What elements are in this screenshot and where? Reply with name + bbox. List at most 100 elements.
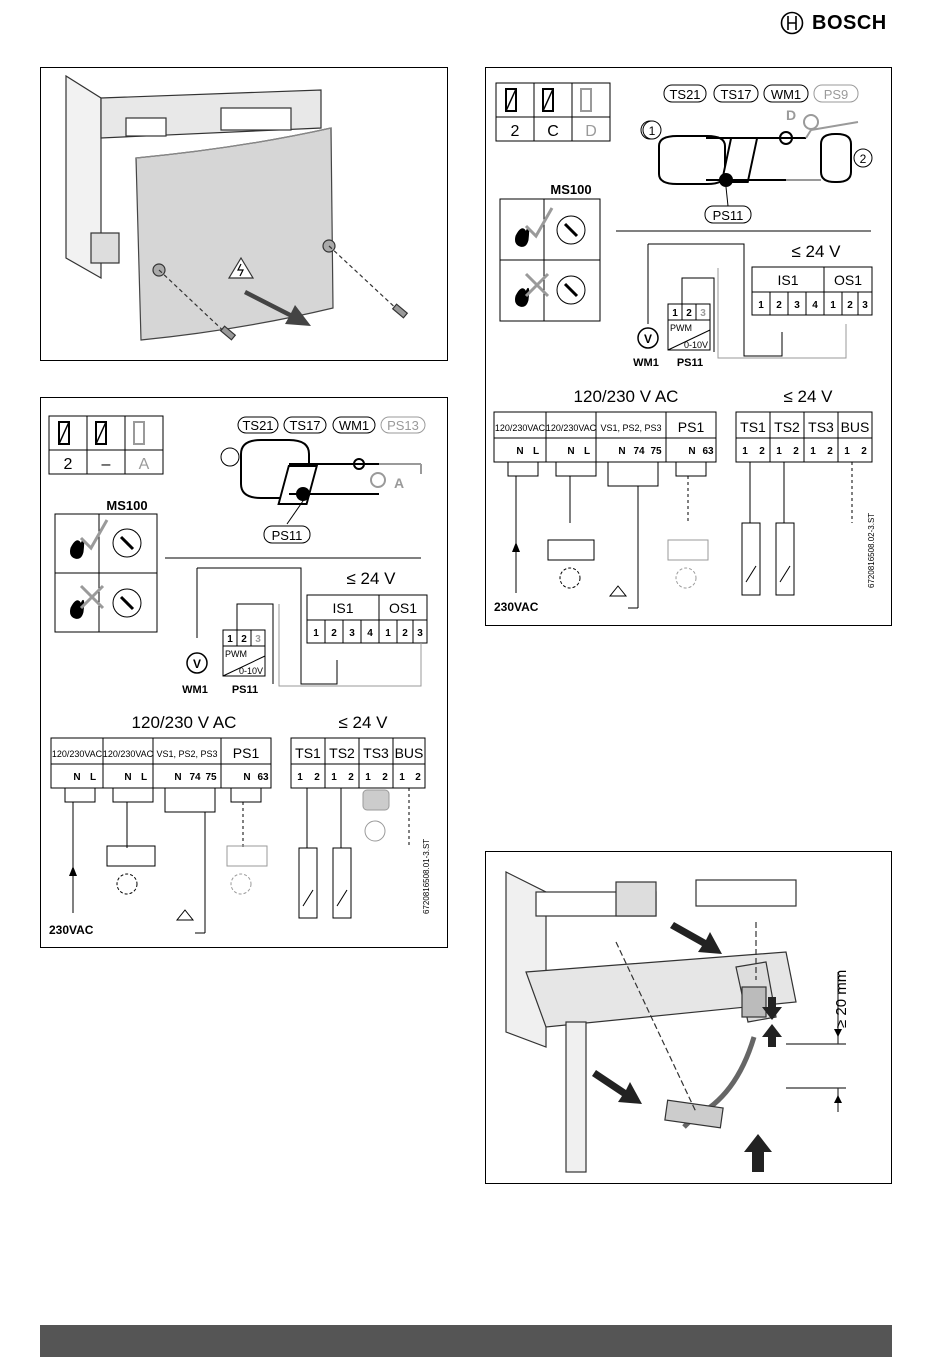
- os1-term-3: 3: [862, 300, 868, 311]
- dc-group-1: TS1: [740, 419, 766, 435]
- circle-1: 1: [649, 124, 656, 138]
- v-symbol: V: [644, 332, 652, 346]
- is1-label: IS1: [777, 272, 798, 288]
- drawing-code: 6720816508.01-3.ST: [422, 839, 431, 914]
- dc-title: ≤ 24 V: [783, 387, 833, 406]
- low-voltage-title: ≤ 24 V: [346, 569, 396, 588]
- mode-header-2: C: [547, 123, 559, 140]
- footer-bar: [40, 1325, 892, 1357]
- ac-title: 120/230 V AC: [574, 387, 679, 406]
- up-arrow-icon: [69, 866, 77, 876]
- pump-label: PS11: [713, 208, 744, 223]
- dc-term-4: 2: [793, 446, 799, 457]
- dc-term-2: 2: [314, 772, 320, 783]
- sensor-ts21: TS21: [242, 418, 273, 433]
- mode-header-3: D: [585, 123, 597, 140]
- v-symbol: V: [193, 657, 201, 671]
- mode-header-2: –: [102, 456, 111, 473]
- is1-term-2: 2: [776, 300, 782, 311]
- sensor-ps13: PS13: [387, 418, 419, 433]
- ac-term-4: L: [584, 446, 590, 457]
- ac-term-7: 75: [205, 772, 217, 783]
- ac-term-6: 74: [189, 772, 201, 783]
- is1-term-4: 4: [812, 300, 818, 311]
- dc-term-6: 2: [382, 772, 388, 783]
- dc-term-4: 2: [348, 772, 354, 783]
- pwm-label: PWM: [670, 323, 692, 333]
- ac-term-5: N: [174, 772, 181, 783]
- dc-term-1: 1: [297, 772, 303, 783]
- ac-group-2: 120/230VAC: [546, 423, 597, 433]
- ps11-label: PS11: [677, 357, 703, 369]
- os1-term-2: 2: [847, 300, 853, 311]
- ac-group-3: VS1, PS2, PS3: [600, 423, 661, 433]
- is1-label: IS1: [332, 600, 353, 616]
- supply-label: 230VAC: [49, 923, 94, 937]
- dc-term-3: 1: [776, 446, 782, 457]
- ac-term-3: N: [124, 772, 131, 783]
- dc-group-3: TS3: [363, 745, 389, 761]
- cover-removal-figure: [40, 67, 448, 361]
- sensor-wm1: WM1: [771, 87, 801, 102]
- ac-term-3: N: [567, 446, 574, 457]
- dc-term-7: 1: [399, 772, 405, 783]
- wiring-diagram-2-c-d: 2 C D MS100 TS21 TS17 WM1 PS9: [485, 67, 892, 626]
- dc-term-2: 2: [759, 446, 765, 457]
- dc-term-1: 1: [742, 446, 748, 457]
- is1-term-4: 4: [367, 628, 373, 639]
- os1-term-1: 1: [830, 300, 836, 311]
- arrow-icon: [244, 290, 311, 326]
- ps11-label: PS11: [232, 684, 258, 696]
- ac-term-6: 74: [633, 446, 645, 457]
- dc-group-3: TS3: [808, 419, 834, 435]
- arrow-up-icon: [744, 1134, 772, 1172]
- low-voltage-title: ≤ 24 V: [791, 242, 841, 261]
- ac-term-2: L: [90, 772, 96, 783]
- ac-term-8: N: [243, 772, 250, 783]
- dimension-label: ≥ 20 mm: [833, 970, 850, 1028]
- ac-group-1: 120/230VAC: [495, 423, 546, 433]
- os1-term-2: 2: [402, 628, 408, 639]
- dc-term-5: 1: [365, 772, 371, 783]
- arrow-left-icon: [592, 1070, 642, 1104]
- pwm-label: PWM: [225, 649, 247, 659]
- cross-icon: [79, 584, 105, 610]
- pwm-term-3: 3: [700, 308, 706, 319]
- ac-title: 120/230 V AC: [132, 713, 237, 732]
- diagram1-svg: 2 – A MS100 TS21 TS17 WM1 PS13: [48, 415, 431, 937]
- dc-group-2: TS2: [329, 745, 355, 761]
- module-label: MS100: [550, 182, 591, 197]
- cross-icon: [524, 272, 550, 298]
- ac-term-1: N: [516, 446, 523, 457]
- sensor-ts17: TS17: [720, 87, 751, 102]
- pwm-range: 0-10V: [239, 666, 263, 676]
- cover-removal-illustration: [65, 74, 409, 341]
- dc-group-4: BUS: [395, 745, 424, 761]
- ac-group-2: 120/230VAC: [103, 749, 154, 759]
- mode-header-1: 2: [64, 456, 73, 473]
- bosch-logo-icon: [780, 11, 804, 35]
- ac-term-4: L: [141, 772, 147, 783]
- ac-term-9: 63: [257, 772, 269, 783]
- dc-term-7: 1: [844, 446, 850, 457]
- sensor-ts21: TS21: [669, 87, 700, 102]
- ac-group-1: 120/230VAC: [52, 749, 103, 759]
- point-label: D: [786, 107, 796, 123]
- brand-logo: BOSCH: [780, 8, 895, 38]
- supply-label: 230VAC: [494, 600, 539, 614]
- sensor-wm1: WM1: [339, 418, 369, 433]
- ac-term-1: N: [73, 772, 80, 783]
- wm1-label: WM1: [182, 684, 208, 696]
- check-icon: [524, 207, 554, 239]
- ac-group-3: VS1, PS2, PS3: [156, 749, 217, 759]
- ac-term-9: 63: [702, 446, 714, 457]
- drawing-code: 6720816508.02-3.ST: [867, 513, 876, 588]
- arrow-up-small-icon: [762, 1024, 782, 1047]
- is1-term-3: 3: [349, 628, 355, 639]
- arrow-right-icon: [670, 922, 722, 954]
- up-arrow-icon: [512, 542, 520, 552]
- check-icon: [79, 519, 109, 551]
- os1-term-1: 1: [385, 628, 391, 639]
- dc-term-6: 2: [827, 446, 833, 457]
- pwm-term-2: 2: [241, 634, 247, 645]
